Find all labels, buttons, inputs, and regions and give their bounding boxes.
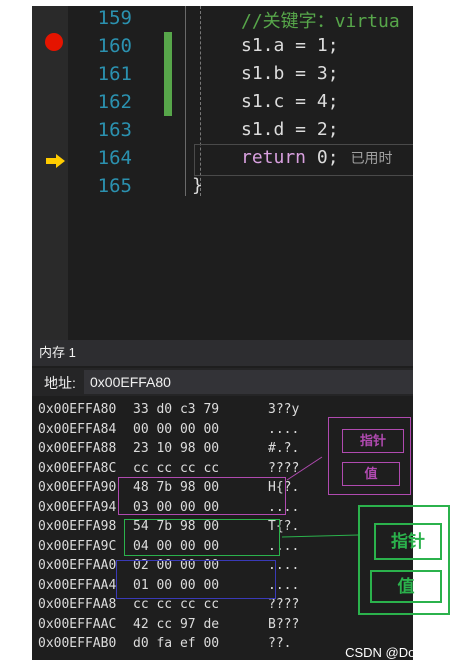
- address-input[interactable]: 0x00EFFA80: [84, 370, 413, 394]
- line-number: 164: [97, 147, 132, 169]
- purple-annotation-frame: [328, 417, 411, 495]
- memory-chars: #.?.: [268, 441, 300, 456]
- current-line-highlight: [194, 144, 413, 176]
- line-number: 165: [97, 175, 132, 197]
- memory-chars: ??.: [268, 636, 292, 651]
- purple-highlight-box: [118, 477, 286, 515]
- green-annotation-frame: [358, 505, 450, 615]
- code-line[interactable]: }: [192, 175, 203, 196]
- memory-hex[interactable]: cc cc cc cc: [133, 460, 220, 476]
- memory-hex[interactable]: 23 10 98 00: [133, 441, 220, 456]
- memory-address: 0x00EFFAB0: [38, 636, 117, 651]
- breakpoint-icon[interactable]: [45, 33, 63, 51]
- memory-hex[interactable]: 54 7b 98 00: [133, 519, 220, 534]
- code-line[interactable]: s1.d = 2;: [241, 119, 339, 140]
- memory-address: 0x00EFFAAC: [38, 616, 117, 632]
- scope-guide: [185, 6, 186, 196]
- memory-hex[interactable]: cc cc cc cc: [133, 597, 220, 612]
- memory-chars: ....: [268, 538, 300, 554]
- memory-address: 0x00EFFAA4: [38, 577, 117, 593]
- line-number: 161: [97, 63, 132, 85]
- code-line[interactable]: s1.c = 4;: [241, 91, 339, 112]
- green-highlight-box: [124, 519, 280, 556]
- blue-highlight-box: [116, 560, 276, 599]
- memory-chars: ????: [268, 597, 300, 612]
- memory-chars: ....: [268, 499, 300, 515]
- memory-chars: 3??y: [268, 402, 300, 417]
- pointer-label-green: 指针: [374, 523, 442, 560]
- keyword-return: return: [241, 147, 307, 168]
- memory-address: 0x00EFFA98: [38, 519, 117, 534]
- memory-chars: H{?.: [268, 480, 300, 495]
- memory-address: 0x00EFFA94: [38, 499, 117, 515]
- value-label-purple: 值: [342, 462, 400, 486]
- memory-chars: ....: [268, 421, 300, 437]
- memory-address: 0x00EFFA90: [38, 480, 117, 495]
- code-line[interactable]: s1.b = 3;: [241, 63, 339, 84]
- memory-address: 0x00EFFA84: [38, 421, 117, 437]
- code-comment[interactable]: //关键字：virtua: [241, 11, 400, 32]
- return-value: 0;: [316, 147, 339, 168]
- memory-hex[interactable]: 03 00 00 00: [133, 499, 220, 515]
- indent-guide: [200, 6, 201, 196]
- memory-chars: B???: [268, 616, 300, 632]
- memory-address: 0x00EFFA80: [38, 402, 117, 417]
- memory-hex[interactable]: 48 7b 98 00: [133, 480, 220, 495]
- line-number: 163: [97, 119, 132, 141]
- elapsed-time-hint[interactable]: 已用时: [350, 150, 393, 166]
- memory-panel-title[interactable]: 内存 1: [32, 340, 413, 366]
- memory-hex[interactable]: 00 00 00 00: [133, 421, 220, 437]
- memory-address: 0x00EFFA9C: [38, 538, 117, 554]
- current-line-arrow-icon: [46, 154, 65, 168]
- value-label-green: 值: [370, 570, 442, 603]
- memory-address: 0x00EFFA88: [38, 441, 117, 456]
- watermark: CSDN @Dongliner~: [345, 645, 462, 660]
- code-line-return[interactable]: return 0; 已用时: [241, 147, 393, 168]
- memory-hex[interactable]: 02 00 00 00: [133, 558, 220, 573]
- memory-hex[interactable]: 33 d0 c3 79: [133, 402, 220, 417]
- memory-hex[interactable]: 01 00 00 00: [133, 577, 220, 593]
- address-label: 地址:: [44, 375, 76, 391]
- memory-address: 0x00EFFA8C: [38, 460, 117, 476]
- line-number: 162: [97, 91, 132, 113]
- ide-window: 159 160 161 162 163 164 165 //关键字：virtua…: [32, 6, 413, 660]
- code-line[interactable]: s1.a = 1;: [241, 35, 339, 56]
- memory-hex[interactable]: 42 cc 97 de: [133, 616, 220, 632]
- memory-chars: T{?.: [268, 519, 300, 534]
- memory-address: 0x00EFFAA8: [38, 597, 117, 612]
- pointer-label-purple: 指针: [342, 429, 404, 453]
- memory-address: 0x00EFFAA0: [38, 558, 117, 573]
- memory-hex[interactable]: d0 fa ef 00: [133, 636, 220, 651]
- line-number: 159: [97, 7, 132, 29]
- change-indicator-bar: [164, 32, 172, 116]
- address-bar: 地址: 0x00EFFA80: [32, 368, 413, 396]
- memory-chars: ????: [268, 460, 300, 476]
- memory-hex[interactable]: 04 00 00 00: [133, 538, 220, 554]
- line-number: 160: [97, 35, 132, 57]
- editor-gutter[interactable]: [32, 6, 68, 340]
